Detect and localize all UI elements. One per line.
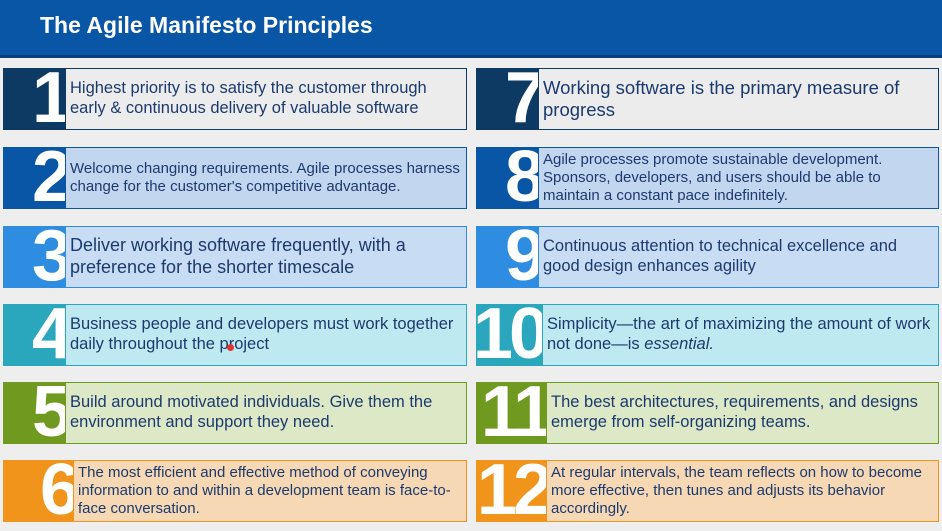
- pointer-dot-icon: [227, 344, 234, 351]
- principle-text: Welcome changing requirements. Agile pro…: [65, 147, 467, 209]
- principle-number: 11: [476, 382, 546, 444]
- principle-number: 8: [476, 147, 538, 209]
- principle-text: Build around motivated individuals. Give…: [65, 382, 467, 444]
- principle-number: 2: [3, 147, 65, 209]
- principle-text: The most efficient and effective method …: [73, 460, 467, 522]
- principle-number: 9: [476, 226, 538, 288]
- principle-text: Agile processes promote sustainable deve…: [538, 147, 939, 209]
- principle-number: 4: [3, 304, 65, 366]
- principle-number: 7: [476, 68, 538, 130]
- principle-text: Working software is the primary measure …: [538, 68, 939, 130]
- title-bar: The Agile Manifesto Principles: [0, 0, 942, 58]
- principle-text: Continuous attention to technical excell…: [538, 226, 939, 288]
- principle-text: Business people and developers must work…: [65, 304, 467, 366]
- principle-text: Highest priority is to satisfy the custo…: [65, 68, 467, 130]
- principle-text: Deliver working software frequently, wit…: [65, 226, 467, 288]
- principle-number: 10: [476, 304, 542, 366]
- principle-number: 3: [3, 226, 65, 288]
- principle-text: At regular intervals, the team reflects …: [546, 460, 939, 522]
- principle-number: 12: [476, 460, 546, 522]
- principle-text: Simplicity—the art of maximizing the amo…: [542, 304, 939, 366]
- principle-number: 6: [3, 460, 73, 522]
- page-title: The Agile Manifesto Principles: [40, 12, 373, 38]
- principle-text: The best architectures, requirements, an…: [546, 382, 939, 444]
- principle-number: 5: [3, 382, 65, 444]
- principle-number: 1: [3, 68, 65, 130]
